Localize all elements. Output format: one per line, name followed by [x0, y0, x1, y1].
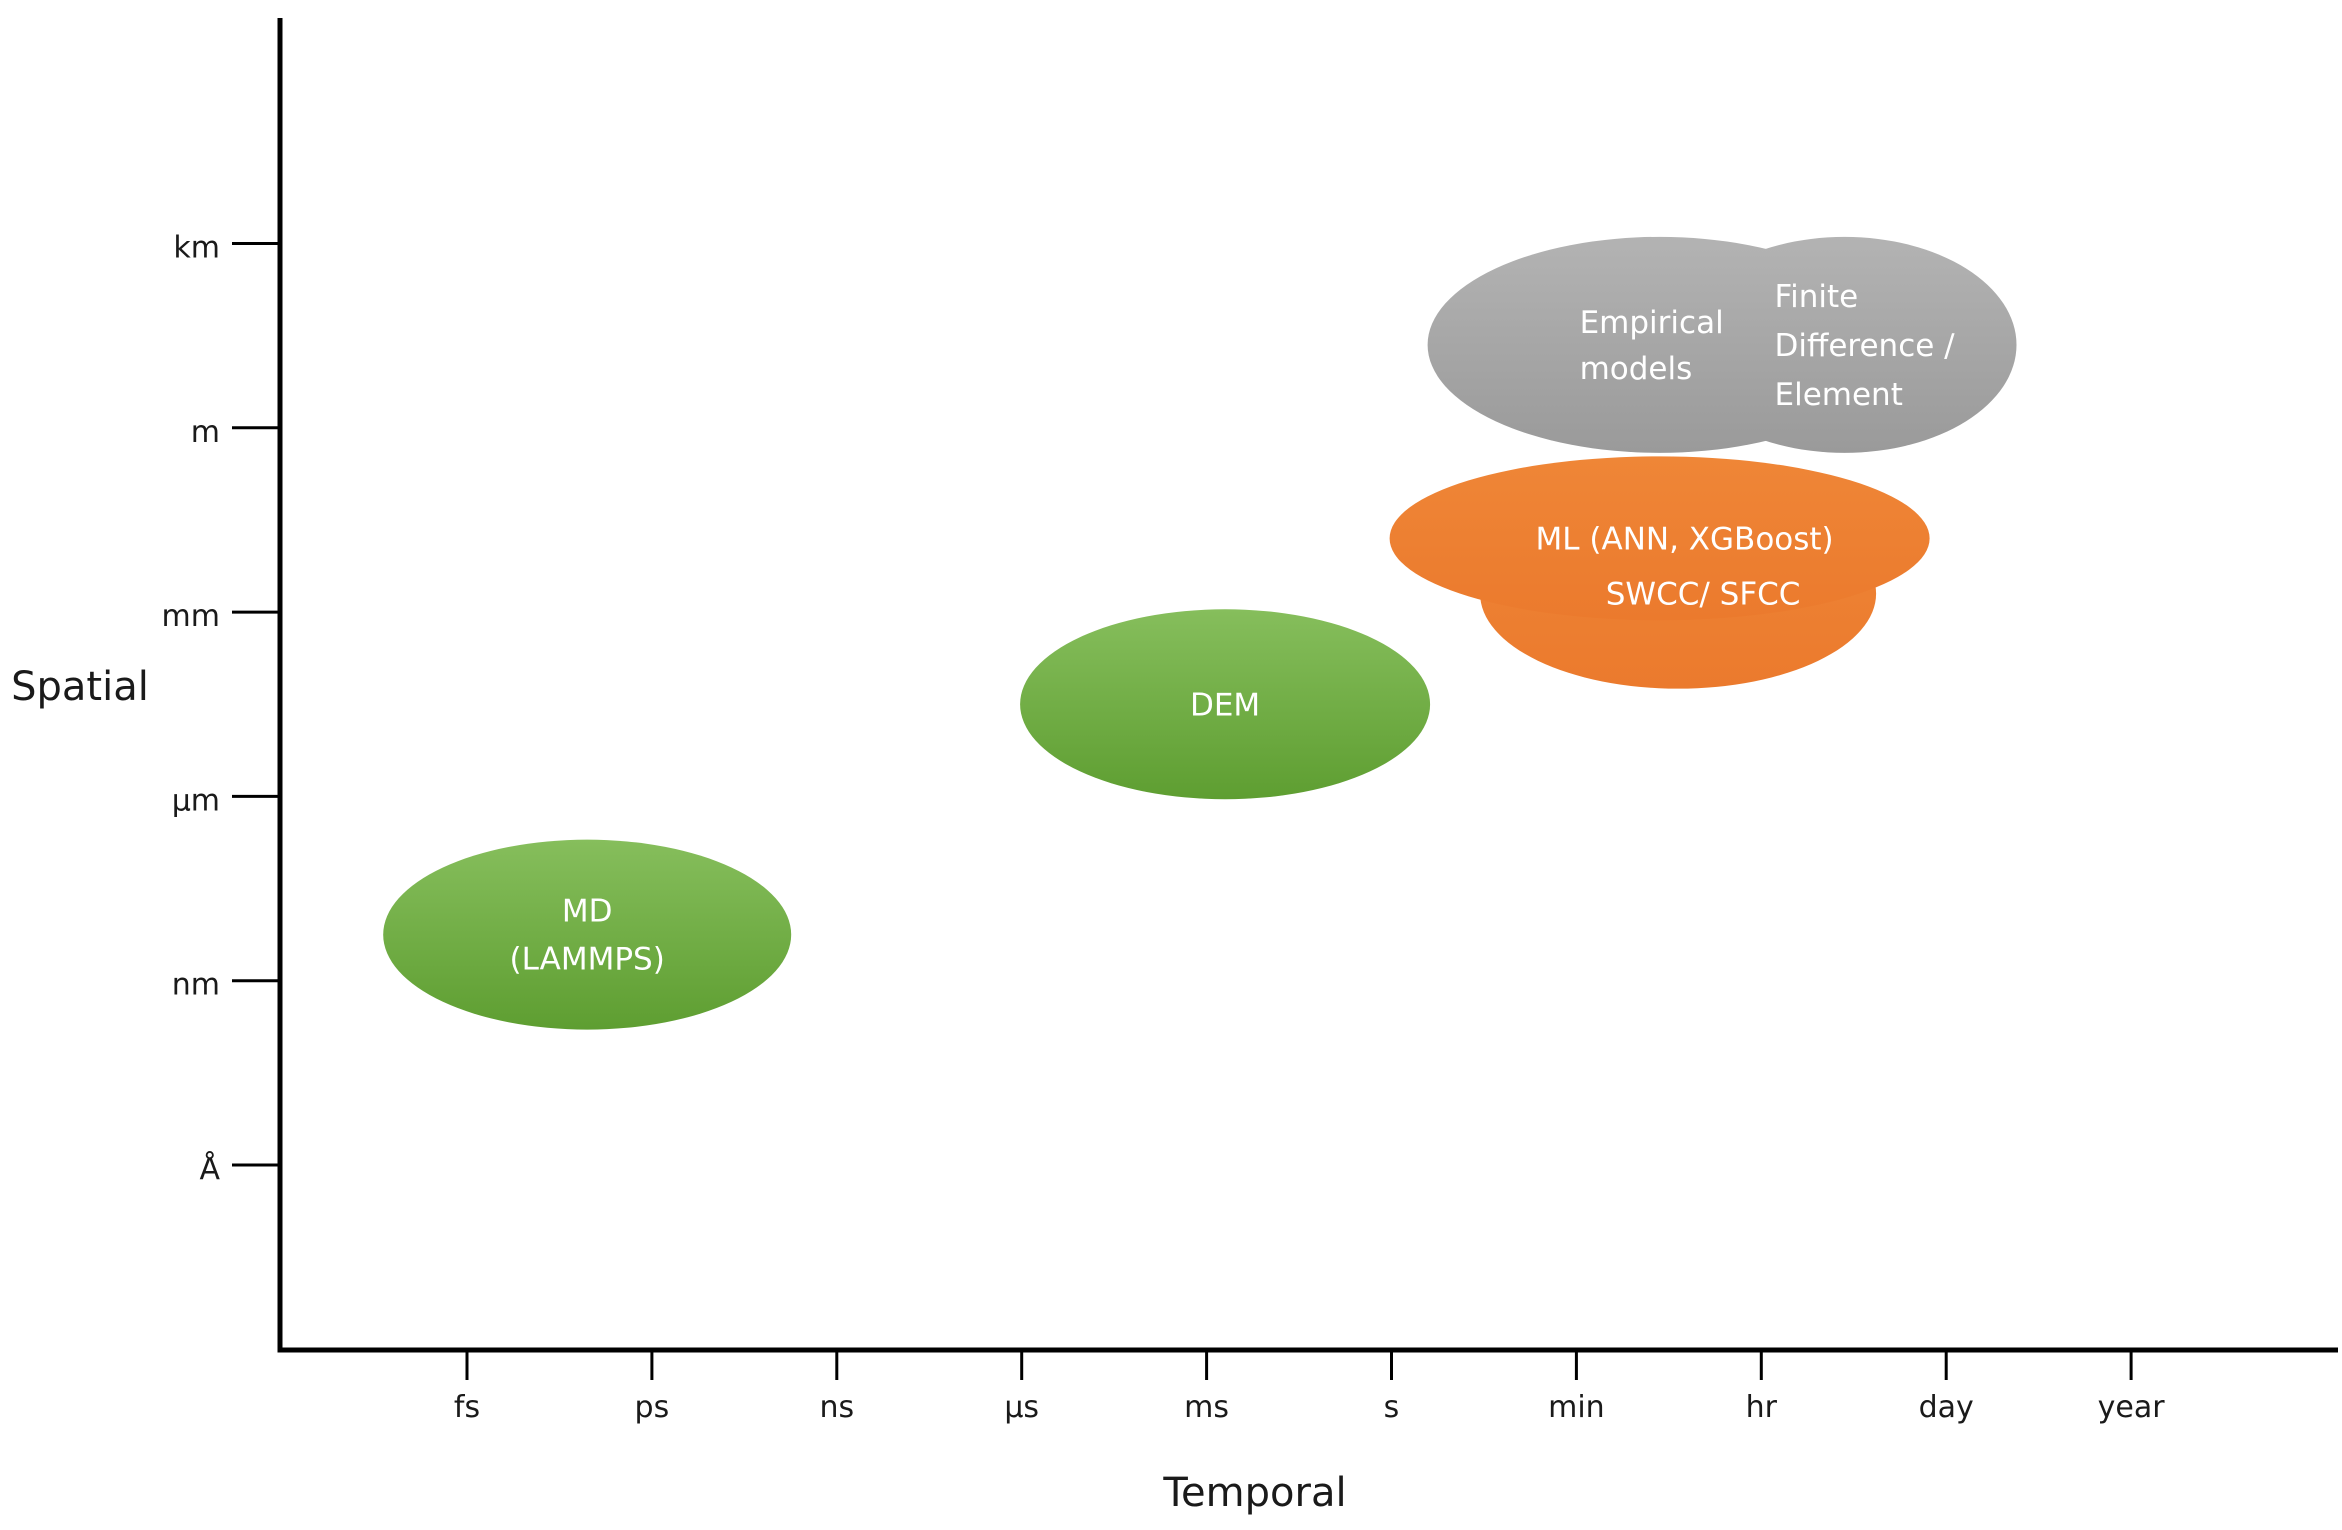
y-tick-label: Å [199, 1151, 220, 1187]
region-label: Empirical [1580, 305, 1724, 341]
x-tick-label: µs [1004, 1390, 1039, 1425]
x-axis-title: Temporal [1162, 1470, 1346, 1516]
x-tick-label: s [1384, 1390, 1400, 1425]
region-ellipse [1389, 456, 1930, 621]
region-label: Difference / [1775, 328, 1956, 364]
region-label: MD [562, 894, 613, 930]
axes-layer [277, 18, 2338, 1353]
y-tick-label: km [173, 231, 220, 266]
x-tick-label: hr [1746, 1390, 1778, 1425]
y-tick-label: nm [172, 968, 220, 1003]
x-tick-label: year [2098, 1390, 2166, 1425]
region-ellipse [1020, 609, 1431, 800]
x-axis-ticks: fs ps ns µs ms s min hr day year [454, 1350, 2165, 1425]
region-ellipse [1427, 236, 1892, 453]
region-label: ML (ANN, XGBoost) [1536, 521, 1834, 557]
y-axis-title: Spatial [11, 664, 149, 710]
x-tick-label: ns [819, 1390, 854, 1425]
x-tick-label: ms [1184, 1390, 1229, 1425]
y-tick-label: µm [172, 783, 220, 818]
region-label: Element [1775, 377, 1903, 413]
axis-frame [277, 18, 2338, 1353]
region-label: (LAMMPS) [510, 942, 665, 978]
y-tick-label: mm [162, 599, 220, 634]
x-tick-label: fs [454, 1390, 480, 1425]
region-label: models [1580, 351, 1693, 387]
y-tick-label: m [191, 415, 220, 450]
region-label: DEM [1190, 687, 1260, 723]
x-tick-label: min [1548, 1390, 1605, 1425]
region-labels: MD (LAMMPS) DEM SWCC/ SFCC ML (ANN, XGBoost)… [510, 279, 1956, 978]
x-tick-label: ps [635, 1390, 670, 1425]
regions-layer [383, 236, 2017, 1030]
region-label: Finite [1775, 279, 1859, 315]
region-label: SWCC/ SFCC [1606, 577, 1801, 613]
region-ellipse [383, 839, 792, 1030]
x-tick-label: day [1919, 1390, 1974, 1425]
